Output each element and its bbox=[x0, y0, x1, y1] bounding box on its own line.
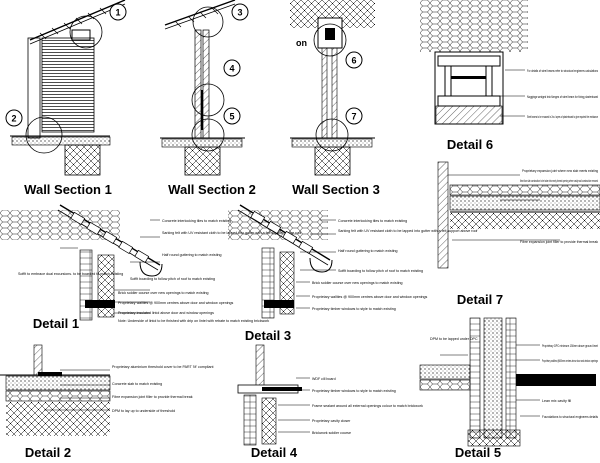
detail-3-title: Detail 3 bbox=[245, 328, 291, 343]
d4-note-1: WDF cill board bbox=[312, 377, 336, 381]
d4-note-5: Brickwork soldier course bbox=[312, 431, 351, 435]
d5-note-5: Foundations to structural engineers deta… bbox=[542, 415, 598, 419]
detail-7-title: Detail 7 bbox=[457, 292, 503, 307]
d1-note-1: Concrete interlocking tiles to match exi… bbox=[162, 219, 231, 223]
d2-note-4: DPM to lay up to underside of threshold bbox=[112, 409, 175, 413]
detail-7: Proprietary expansion joint where new sl… bbox=[437, 161, 600, 269]
d1-note-7: Proprietary wallties @ 900mm centres abo… bbox=[118, 301, 234, 305]
d5-note-1: DPM to be lapped under DPC bbox=[430, 337, 478, 341]
callout-5-label: 5 bbox=[229, 112, 234, 122]
detail-5: DPM to be lapped under DPC Proprietary D… bbox=[419, 317, 598, 447]
detail-4: WDF cill board Proprietary timber window… bbox=[237, 344, 423, 446]
callout-4-label: 4 bbox=[229, 64, 234, 74]
stray-text: on bbox=[296, 38, 307, 48]
d3-note-7: Proprietary timber windows to style to m… bbox=[312, 307, 396, 311]
callout-4: 4 bbox=[223, 59, 241, 77]
d1-note-8: Proprietary insulated lintol above door … bbox=[118, 311, 214, 315]
d7-note-1: Proprietary expansion joint where new sl… bbox=[522, 169, 598, 173]
wall-section-1 bbox=[10, 0, 126, 176]
d2-note-3: Fibre expansion joint filler to provide … bbox=[112, 395, 193, 399]
callout-5: 5 bbox=[223, 107, 241, 125]
d2-note-2: Concrete slab to match existing bbox=[112, 382, 162, 386]
detail-4-title: Detail 4 bbox=[251, 445, 298, 460]
callout-1: 1 bbox=[109, 3, 127, 21]
d3-note-3: Half round guttering to match existing bbox=[338, 249, 398, 253]
detail-6: For details of steel beams refer to stru… bbox=[420, 0, 598, 125]
d6-note-2: Noggings wedged into flanges of steel be… bbox=[527, 95, 598, 99]
callout-7-label: 7 bbox=[351, 112, 356, 122]
detail-2: Proprietary aluminium threshold cover to… bbox=[0, 344, 213, 436]
callout-2: 2 bbox=[5, 109, 23, 127]
d1-note-5: Soffit boarding to follow pitch of roof … bbox=[130, 277, 215, 281]
wall-section-3-title: Wall Section 3 bbox=[292, 182, 380, 197]
callout-6: 6 bbox=[345, 51, 363, 69]
d6-note-1: For details of steel beams refer to stru… bbox=[527, 69, 598, 73]
callout-1-label: 1 bbox=[115, 8, 120, 18]
detail-1-title: Detail 1 bbox=[33, 316, 79, 331]
d7-note-2: New floor slab construction to be taken … bbox=[520, 179, 598, 183]
wall-section-1-title: Wall Section 1 bbox=[24, 182, 112, 197]
d5-note-4: Lean mix cavity fill bbox=[542, 399, 571, 403]
d3-note-1: Concrete interlocking tiles to match exi… bbox=[338, 219, 407, 223]
wall-section-3 bbox=[290, 0, 375, 176]
callout-3: 3 bbox=[231, 3, 249, 21]
d1-note-6: Brick soldier course over new openings t… bbox=[118, 291, 209, 295]
callout-7: 7 bbox=[345, 107, 363, 125]
d5-note-3: Proprietary wallties @600mm centres abov… bbox=[542, 359, 598, 363]
d3-note-4: Soffit boarding to follow pitch of roof … bbox=[338, 269, 423, 273]
callout-2-label: 2 bbox=[11, 114, 16, 124]
d4-note-3: Frame sealant around all external openin… bbox=[312, 404, 423, 408]
d3-note-5: Brick soldier course over new openings t… bbox=[312, 281, 403, 285]
d1-note-9: Note: Underside of lintol to be finished… bbox=[118, 319, 269, 323]
detail-5-title: Detail 5 bbox=[455, 445, 501, 460]
d3-note-6: Proprietary wallties @ 900mm centres abo… bbox=[312, 295, 428, 299]
d4-note-4: Proprietary cavity closer bbox=[312, 419, 351, 423]
detail-3: Concrete interlocking tiles to match exi… bbox=[228, 204, 477, 319]
d2-note-1: Proprietary aluminium threshold cover to… bbox=[112, 365, 213, 369]
d4-note-2: Proprietary timber windows to style to m… bbox=[312, 389, 396, 393]
wall-section-2 bbox=[160, 0, 245, 176]
detail-6-title: Detail 6 bbox=[447, 137, 493, 152]
d6-note-3: Steel beams to be encased in 2no. layers… bbox=[527, 115, 598, 119]
d7-note-3: Fibre expansion joint filler to provide … bbox=[520, 240, 598, 244]
detail-1: Concrete interlocking tiles to match exi… bbox=[0, 204, 301, 323]
callout-6-label: 6 bbox=[351, 56, 356, 66]
wall-section-2-title: Wall Section 2 bbox=[168, 182, 256, 197]
detail-2-title: Detail 2 bbox=[25, 445, 71, 460]
d5-note-2: Proprietary DPC minimum 150mm above grou… bbox=[542, 344, 598, 348]
d3-note-2: Sarking felt with UV resistant cloth to … bbox=[338, 229, 477, 233]
d1-note-3: Half round guttering to match existing bbox=[162, 253, 222, 257]
d1-note-4: Soffit to embrace dual excursions. to be… bbox=[18, 272, 123, 276]
callout-3-label: 3 bbox=[237, 8, 242, 18]
